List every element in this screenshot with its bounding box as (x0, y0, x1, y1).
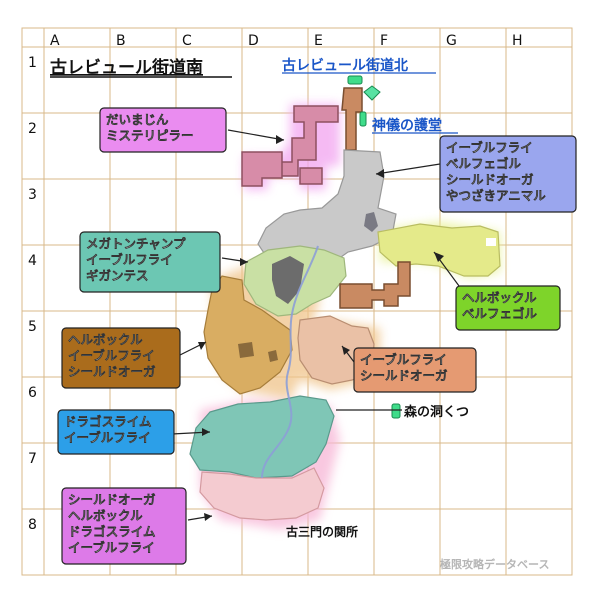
shrine-gem-icon (363, 85, 381, 101)
monster-name: ヘルボックル (462, 290, 537, 305)
callout-box (99, 107, 227, 153)
row-label-1: 1 (28, 55, 37, 71)
monster-name: イーブルフライ (68, 540, 155, 555)
monster-name: イーブルフライ (64, 430, 151, 445)
monster-name: ヘルボックル (68, 332, 143, 347)
zone-orange-pit-2 (268, 350, 278, 362)
grid-labels: A B C D E F G H 1 2 3 4 5 6 7 8 (28, 33, 523, 533)
monster-callouts: だいまじんミステリピラーイーブルフライベルフェゴルシールドオーガやつざきアニマル… (57, 107, 577, 565)
callout-box (79, 231, 221, 293)
page-title: 古レビュール街道南 (50, 57, 203, 78)
monster-name: イーブルフライ (446, 140, 533, 155)
monster-name: ミステリピラー (106, 128, 194, 143)
monster-name: ベルフェゴル (462, 306, 538, 321)
callout-box (61, 327, 181, 389)
row-label-2: 2 (28, 121, 37, 137)
monster-name: ドラゴスライム (68, 524, 156, 539)
monster-name: ドラゴスライム (64, 414, 152, 429)
map-zones (189, 75, 501, 521)
monster-name: イーブルフライ (360, 352, 447, 367)
callout-box (353, 347, 477, 393)
zone-orange-pit-1 (238, 342, 254, 358)
monster-name: イーブルフライ (86, 252, 173, 267)
monster-name: やつざきアニマル (446, 188, 546, 203)
monster-name: シールドオーガ (68, 492, 156, 507)
monster-name: ヘルボックル (68, 508, 143, 523)
north-exit-link[interactable]: 古レビュール街道北 (282, 57, 408, 74)
zone-brown-maze (339, 261, 411, 309)
monster-name: シールドオーガ (68, 364, 156, 379)
cave-entrance-marker (391, 403, 401, 419)
exit-north-marker (347, 75, 363, 85)
zone-brown-north (341, 87, 363, 151)
callout-box (455, 285, 561, 331)
callout-box (439, 135, 577, 213)
monster-name: ギガンテス (86, 268, 149, 283)
column-label-c: C (182, 33, 192, 49)
zone-yellowgreen (377, 223, 501, 277)
monster-name: メガトンチャンプ (86, 236, 186, 251)
callout-box (57, 409, 175, 455)
shrine-link[interactable]: 神儀の護堂 (372, 117, 442, 134)
zone-yg-pit (486, 238, 496, 246)
callout-arrowheads (198, 135, 444, 521)
zone-lightpink (199, 467, 325, 521)
zone-gray-pit (364, 212, 378, 232)
monster-name: シールドオーガ (446, 172, 534, 187)
zone-orange (203, 275, 293, 395)
row-label-7: 7 (28, 451, 37, 467)
row-label-5: 5 (28, 319, 37, 335)
column-label-b: B (116, 33, 126, 49)
zone-dark-hole (272, 256, 304, 304)
zone-pink-wing (241, 151, 283, 187)
column-label-g: G (446, 33, 457, 49)
column-label-a: A (50, 33, 60, 49)
watermark: 極限攻略データベース (439, 557, 549, 571)
row-label-6: 6 (28, 385, 37, 401)
zone-teal (189, 395, 335, 479)
row-label-4: 4 (28, 253, 37, 269)
monster-name: ベルフェゴル (446, 156, 522, 171)
column-label-e: E (314, 33, 323, 49)
cave-label: 森の洞くつ (404, 404, 469, 420)
column-label-h: H (512, 33, 523, 49)
monster-name: シールドオーガ (360, 368, 448, 383)
row-label-8: 8 (28, 517, 37, 533)
column-label-d: D (248, 33, 259, 49)
monster-name: だいまじん (106, 112, 169, 127)
callout-box (61, 487, 187, 565)
zone-pink-stair (299, 167, 323, 185)
river (261, 245, 319, 479)
column-label-f: F (380, 33, 388, 49)
monster-name: イーブルフライ (68, 348, 155, 363)
row-label-3: 3 (28, 187, 37, 203)
shrine-entrance-marker (359, 111, 367, 127)
gate-label: 古三門の関所 (286, 524, 358, 539)
